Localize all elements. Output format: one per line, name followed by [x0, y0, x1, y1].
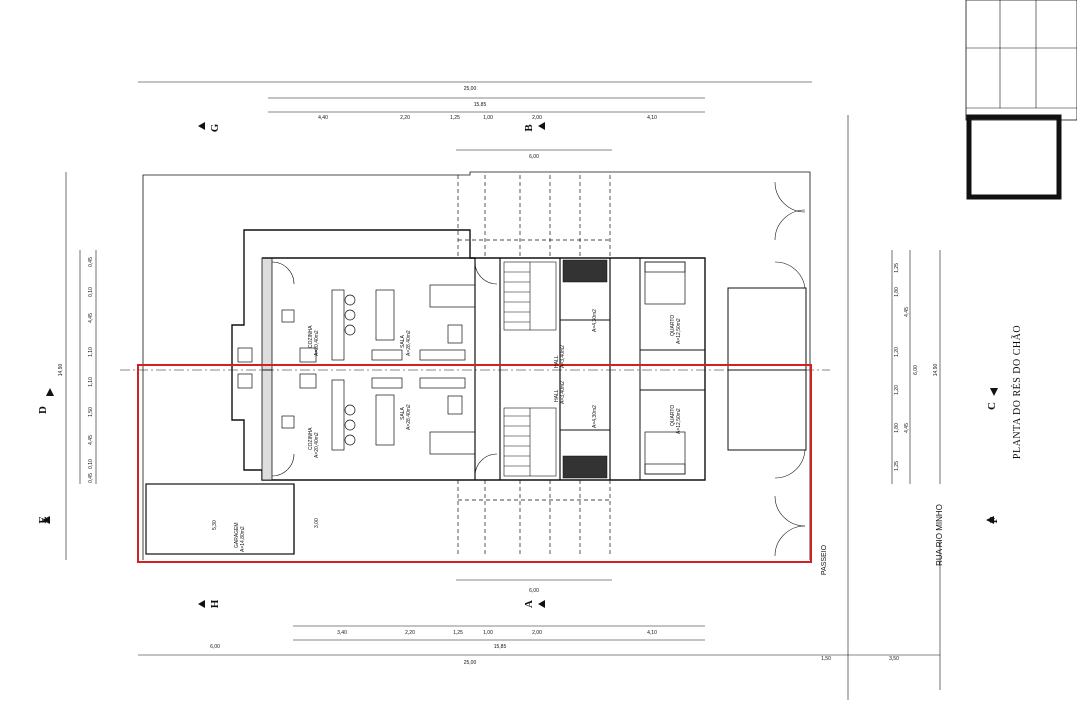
kitchen-lower-area: A=20,40m2: [314, 432, 320, 458]
garage-width: 5,30: [212, 520, 218, 530]
living-lower-label: SALA: [400, 407, 406, 420]
hall-lower-label: HALL: [554, 389, 560, 402]
street-name: RUA RIO MINHO: [935, 504, 944, 566]
dim-left-seg-2: 0,10: [88, 287, 94, 297]
section-mark-c: C: [986, 402, 998, 410]
bedroom-lower-label: QUARTO: [670, 405, 676, 426]
dim-right-seg-5: 1,20: [894, 385, 900, 395]
dim-bottom-seg-5: 2,00: [532, 630, 542, 636]
dim-right-seg-4: 1,20: [894, 347, 900, 357]
dim-bottom-seg-4: 1,00: [483, 630, 493, 636]
dim-bottom-seg-2: 2,20: [405, 630, 415, 636]
sidewalk-label: PASSEIO: [821, 544, 828, 575]
dim-top-stair: 6,00: [529, 154, 539, 160]
dim-bottom-stair: 6,00: [529, 588, 539, 594]
dim-top-seg-5: 2,00: [532, 115, 542, 121]
section-mark-b: B: [523, 124, 535, 132]
drawing-title: PLANTA DO RÉS DO CHÃO: [1011, 325, 1023, 459]
dim-left-seg-6: 1,50: [88, 407, 94, 417]
dim-right-seg-1: 1,25: [894, 263, 900, 273]
bedroom-upper-label: QUARTO: [670, 315, 676, 336]
garage-label: GARAGEM: [234, 522, 240, 548]
dim-left-seg-8: 0,10: [88, 459, 94, 469]
hall-upper-area: A=3,40m2: [560, 345, 566, 368]
dim-top-seg-6: 4,10: [647, 115, 657, 121]
bedroom-lower-area: A=12,50m2: [676, 408, 682, 434]
upper-bed: [644, 261, 686, 305]
lower-furniture: [237, 373, 476, 455]
garage-height: 3,00: [314, 518, 320, 528]
dim-right-seg-6: 1,80: [894, 423, 900, 433]
dim-left-seg-4: 1,10: [88, 347, 94, 357]
dim-left-seg-7: 4,45: [88, 435, 94, 445]
dim-bottom-built: 15,85: [494, 644, 507, 650]
title-block: [965, 0, 1077, 200]
kitchen-upper-label: COZINHA: [308, 325, 314, 348]
dim-right-seg-8: 1,25: [894, 461, 900, 471]
dim-bottom-seg-6: 4,10: [647, 630, 657, 636]
kitchen-lower-label: COZINHA: [308, 427, 314, 450]
upper-furniture: [237, 284, 476, 363]
section-mark-a: A: [523, 600, 535, 608]
dim-left-seg-9: 0,45: [88, 473, 94, 483]
dim-left-total: 14,90: [58, 364, 64, 377]
dim-right-seg-3: 4,45: [904, 307, 910, 317]
bedroom-upper-area: A=12,50m2: [676, 318, 682, 344]
wc-lower-area: A=4,30m2: [592, 405, 598, 428]
hall-lower-area: A=3,40m2: [560, 381, 566, 404]
wc-upper-area: A=4,30m2: [592, 309, 598, 332]
dim-right-seg-7: 4,45: [904, 423, 910, 433]
section-mark-d: D: [37, 406, 49, 414]
dim-top-built: 15,85: [474, 102, 487, 108]
lower-bed: [644, 431, 686, 475]
dim-top-seg-1: 4,40: [318, 115, 328, 121]
section-mark-f: F: [988, 516, 1000, 523]
dim-right-seg-2: 1,80: [894, 287, 900, 297]
upper-unit-walls: [142, 171, 811, 371]
garage-area: A=14,80m2: [240, 526, 246, 552]
dim-left-seg-5: 1,10: [88, 377, 94, 387]
section-markers: G B H A D E C F: [37, 122, 1000, 608]
section-mark-g: G: [209, 123, 221, 132]
dim-right-total: 14,90: [933, 364, 939, 377]
dim-bottom-seg-3: 1,25: [453, 630, 463, 636]
section-mark-e: E: [37, 516, 49, 523]
kitchen-upper-area: A=20,40m2: [314, 330, 320, 356]
dim-top-seg-4: 1,00: [483, 115, 493, 121]
dimension-lines: [65, 81, 941, 700]
dim-top-seg-3: 1,25: [450, 115, 460, 121]
highlight-frame: [137, 364, 812, 563]
living-upper-area: A=28,40m2: [406, 330, 412, 356]
dim-bottom-seg-1: 3,40: [337, 630, 347, 636]
dim-top-seg-2: 2,20: [400, 115, 410, 121]
dim-left-seg-1: 0,45: [88, 257, 94, 267]
dim-bottom-right-a: 1,50: [821, 656, 831, 662]
hall-upper-label: HALL: [554, 355, 560, 368]
living-upper-label: SALA: [400, 335, 406, 348]
section-mark-h: H: [209, 599, 221, 608]
dim-left-seg-3: 4,45: [88, 313, 94, 323]
dim-top-total: 25,00: [464, 86, 477, 92]
living-lower-area: A=28,40m2: [406, 404, 412, 430]
dim-bottom-left: 6,00: [210, 644, 220, 650]
dim-right-inner: 6,00: [913, 365, 919, 375]
dim-bottom-total: 25,00: [464, 660, 477, 666]
dim-bottom-right-b: 3,50: [889, 656, 899, 662]
